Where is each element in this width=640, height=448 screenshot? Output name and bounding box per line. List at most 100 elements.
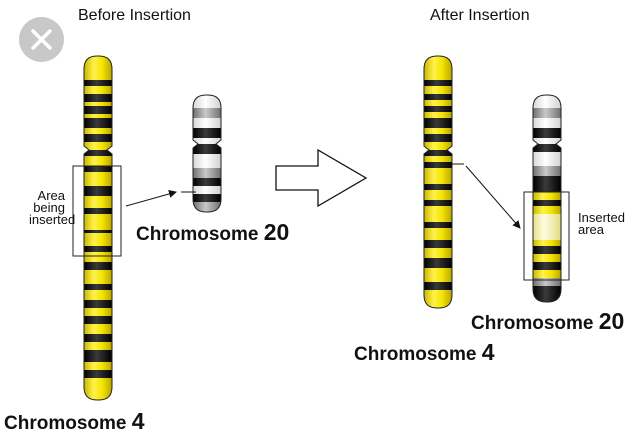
chromosome-band: [84, 270, 112, 284]
chromosome-band: [424, 128, 452, 134]
chromosome-band: [533, 270, 561, 278]
chromosome-band: [193, 202, 221, 212]
chromosome-band: [424, 206, 452, 222]
chromosome-band: [84, 370, 112, 378]
chromosome-band: [193, 144, 221, 154]
chromosome-band: [424, 80, 452, 86]
chromosome-band: [193, 154, 221, 168]
chromosome-band: [193, 108, 221, 118]
chromosome-band: [533, 278, 561, 286]
chromosome-band: [424, 168, 452, 184]
chromosome-band: [84, 230, 112, 233]
chromosome-band: [84, 262, 112, 270]
chromosome-4-before-label: Chromosome 4: [4, 408, 145, 434]
chromosome-band: [193, 194, 221, 202]
chromosome-band: [533, 286, 561, 302]
chromosome-band: [424, 200, 452, 206]
chromosome-band: [424, 190, 452, 200]
chromosome-band: [193, 178, 221, 186]
chromosome-20-after: [532, 94, 562, 303]
chromosome-band: [533, 144, 561, 152]
before-insertion-heading: Before Insertion: [78, 7, 191, 24]
chromosome-band: [84, 290, 112, 300]
after-insertion-heading: After Insertion: [430, 7, 530, 24]
chromosome-band: [424, 94, 452, 100]
chromosome-band: [84, 156, 112, 166]
chromosome-band: [84, 246, 112, 252]
chromosome-band: [424, 118, 452, 128]
chromosome-band: [84, 362, 112, 370]
inserted-area-box: [523, 191, 570, 281]
chromosome-band: [533, 166, 561, 176]
chromosome-band: [193, 186, 221, 194]
area-being-inserted-box: [72, 165, 122, 257]
chromosome-band: [424, 184, 452, 190]
close-button[interactable]: [19, 17, 64, 62]
chromosome-band: [424, 222, 452, 228]
chromosome-band: [84, 208, 112, 214]
chromosome-band: [533, 246, 561, 254]
chromosome-band: [424, 282, 452, 290]
chromosome-band: [84, 118, 112, 128]
chromosome-band: [193, 118, 221, 128]
chromosome-band: [533, 200, 561, 206]
chromosome-band: [84, 186, 112, 196]
chromosome-band: [84, 134, 112, 142]
chromosome-band: [84, 300, 112, 308]
chromosome-band: [424, 142, 452, 150]
chromosome-band: [424, 112, 452, 118]
chromosome-band: [84, 308, 112, 316]
chromosome-band: [533, 118, 561, 128]
chromosome-20-after-label: Chromosome 20: [471, 308, 625, 334]
chromosome-band: [424, 56, 452, 80]
chromosome-20-before-label: Chromosome 20: [136, 219, 290, 245]
chromosome-band: [424, 228, 452, 240]
chromosome-band: [84, 102, 112, 106]
chromosome-band: [84, 94, 112, 102]
insertion-pointer-after: [465, 165, 521, 229]
chromosome-band: [533, 128, 561, 138]
chromosome-band: [84, 56, 112, 80]
chromosome-band: [84, 114, 112, 118]
chromosome-band: [533, 262, 561, 270]
chromosome-band: [424, 290, 452, 308]
chromosome-band: [424, 240, 452, 248]
chromosome-band: [424, 258, 452, 268]
chromosome-band: [424, 86, 452, 94]
chromosome-band: [84, 86, 112, 94]
chromosome-band: [84, 350, 112, 362]
area-being-inserted-label: Area being inserted: [29, 188, 76, 227]
chromosome-band: [533, 192, 561, 200]
chromosome-band: [424, 106, 452, 112]
chromosome-band: [84, 196, 112, 208]
close-icon: [31, 29, 52, 50]
chromosome-band: [84, 324, 112, 334]
chromosome-band: [533, 240, 561, 246]
chromosome-band: [533, 206, 561, 214]
chromosome-band: [84, 172, 112, 186]
chromosome-band: [424, 100, 452, 106]
chromosome-band: [84, 316, 112, 324]
chromosome-band: [84, 106, 112, 114]
chromosome-band: [193, 128, 221, 138]
chromosome-band: [424, 156, 452, 162]
chromosome-band: [84, 166, 112, 172]
chromosome-band: [424, 162, 452, 168]
chromosome-band: [84, 142, 112, 150]
chromosome-band: [84, 233, 112, 246]
chromosome-4-after-label: Chromosome 4: [354, 339, 495, 365]
chromosome-band: [193, 95, 221, 108]
chromosome-band: [533, 214, 561, 240]
chromosome-band: [84, 252, 112, 262]
chromosome-band: [84, 128, 112, 134]
chromosome-band: [533, 95, 561, 108]
chromosome-band: [193, 168, 221, 178]
right-arrow-icon: [275, 148, 368, 208]
chromosome-20-before: [192, 94, 222, 213]
chromosome-band: [533, 108, 561, 118]
chromosome-band: [424, 248, 452, 258]
chromosome-band: [84, 378, 112, 400]
chromosome-band: [533, 254, 561, 262]
